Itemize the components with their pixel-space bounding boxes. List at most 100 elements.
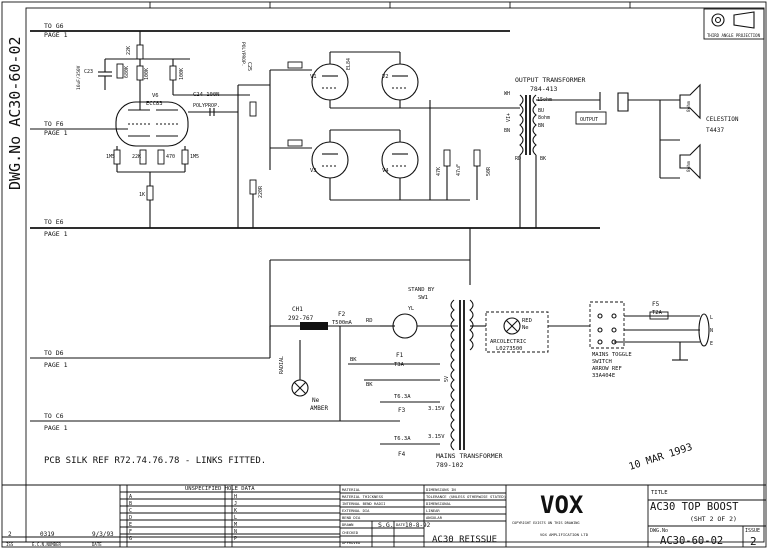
hole-data-header: UNSPECIFIED HOLE DATA: [185, 486, 255, 492]
label-315v-b: 3.15V: [428, 434, 445, 440]
label-f5: F5: [652, 301, 660, 308]
mid-label-3: EXTERNAL DIA: [342, 508, 370, 513]
label-47k: 47K: [436, 167, 442, 176]
net-c6-page: PAGE 1: [44, 424, 68, 432]
label-mains-switch-1: MAINS TOGGLE: [592, 352, 632, 358]
tap-wh: WH: [504, 91, 510, 97]
tap-8ohm: 8ohm: [538, 115, 550, 121]
mid-val-3: ANGULAR: [426, 515, 443, 520]
label-c25-type: POLYPROP.: [240, 42, 246, 66]
label-mains-switch-2: SWITCH: [592, 359, 612, 365]
net-g6: TO G6: [44, 22, 64, 30]
label-f5-val: T2A: [652, 310, 663, 316]
tap-bk: BK: [540, 156, 546, 162]
arcolectric-box: [485, 311, 549, 353]
speaker-1-icon: [679, 83, 701, 120]
issue-row-ecn: 0319: [40, 531, 55, 538]
projection-symbol: THIRD ANGLE PROJECTION: [703, 8, 765, 40]
resistor-100k-b: [169, 65, 177, 81]
copyright-notice: COPYRIGHT EXISTS ON THIS DRAWING: [512, 521, 579, 525]
label-470: 470: [166, 154, 175, 160]
label-celestion-no: T4437: [706, 127, 724, 134]
resistor-22k: [136, 44, 144, 60]
mid-label-1: MATERIAL THICKNESS: [342, 494, 384, 499]
label-100k-b: 100K: [179, 68, 185, 80]
title-block: UNSPECIFIED HOLE DATA A B C D E F G H J …: [2, 484, 766, 548]
output-jack-box: [575, 111, 607, 125]
dwg-no-label: DWG.No: [650, 528, 668, 534]
label-ch1: CH1: [292, 306, 303, 313]
issue-row-iss: 2: [8, 531, 12, 538]
resistor-100k-a: [136, 65, 144, 81]
label-v2: V2: [382, 74, 389, 80]
drawing-number-vertical: DWG.No AC30-60-02: [6, 36, 24, 190]
label-mains-switch-4: 33A404E: [592, 373, 615, 379]
mid-label-6: CHECKED: [342, 530, 359, 535]
label-v4: V4: [382, 168, 389, 174]
drawn-by: S.G.: [378, 521, 394, 529]
issue-head-ecn: E.C.N.NUMBER: [32, 542, 61, 547]
power-tubes: V1 V2 V3 V4 EL84 47K 47uF 50R: [270, 51, 492, 201]
label-22k-b: 22K: [132, 154, 141, 160]
rev-l: L: [234, 515, 237, 521]
supply-rails: [30, 30, 600, 422]
tap-bn2: BN: [504, 128, 510, 134]
rev-c: C: [129, 508, 132, 514]
label-v6-type: ECC83: [146, 101, 163, 107]
label-22k: 22K: [126, 46, 132, 55]
label-yl: YL: [408, 306, 414, 312]
rev-a: A: [129, 494, 132, 500]
label-c23-val: 16uF/350V: [76, 65, 82, 90]
label-ne-red: Ne: [522, 325, 529, 331]
issue-label: ISSUE: [745, 528, 760, 534]
issue-head-date: DATE: [92, 542, 102, 547]
rev-b: B: [129, 501, 132, 507]
mid-val-1: TOLERANCE (UNLESS OTHERWISE STATED): [426, 494, 506, 499]
resistor-470: [157, 149, 165, 165]
label-c23: C23: [84, 69, 93, 75]
label-spk1: 8ohm: [686, 101, 692, 112]
label-c24-type: POLYPROP.: [193, 103, 220, 109]
label-f1-val: T3A: [394, 362, 405, 368]
resistor-1m-a: [249, 101, 257, 117]
label-arcolectric: ARCOLECTRIC: [490, 339, 526, 345]
label-line-l: L: [710, 315, 713, 321]
project-name: AC30 REISSUE: [432, 535, 497, 545]
label-sw1: SW1: [418, 295, 428, 301]
label-f4-val: T6.3A: [394, 436, 411, 442]
mid-label-0: MATERIAL: [342, 487, 361, 492]
tube-v2: [381, 63, 419, 101]
label-radial: RADIAL: [279, 356, 285, 374]
label-f2-val: T500mA: [332, 320, 353, 326]
label-f4: F4: [398, 451, 406, 458]
tube-v3: [311, 141, 349, 179]
grid-stopper-1: [287, 61, 303, 69]
label-v1: V1: [310, 74, 317, 80]
mid-label-7: APPROVED: [342, 540, 361, 545]
label-mains-switch-3: ARROW REF: [592, 366, 622, 372]
pcb-silk-note: PCB SILK REF R72.74.76.78 - LINKS FITTED…: [44, 456, 266, 466]
output-transformer: OUTPUT TRANSFORMER 784-413 15ohm BU 8ohm…: [470, 76, 739, 228]
mid-val-2: DIMENSIONAL: [426, 501, 452, 506]
red-neon: [503, 317, 521, 335]
mid-val-0: DIMENSIONS IN: [426, 487, 456, 492]
mid-val-4: LINEAR: [426, 508, 440, 513]
rev-n: N: [234, 529, 237, 535]
drawing-title: AC30 TOP BOOST: [650, 501, 739, 513]
label-f3: F3: [398, 407, 406, 414]
iec-inlet: [698, 313, 710, 347]
resistor-1m5-b: [181, 149, 189, 165]
label-f3-val: T6.3A: [394, 394, 411, 400]
fuse-f5: [649, 311, 669, 320]
rev-f: F: [129, 529, 132, 535]
speaker-2-icon: [679, 143, 701, 180]
drawn-date: 10-8-92: [405, 522, 431, 529]
label-50r: 50R: [486, 166, 492, 176]
issue-row-date: 9/3/93: [92, 531, 114, 538]
net-c6: TO C6: [44, 412, 64, 420]
grid-stopper-2: [287, 139, 303, 147]
date-stamp: 10 MAR 1993: [628, 442, 694, 473]
mid-label-5: DRAWN: [342, 522, 354, 527]
